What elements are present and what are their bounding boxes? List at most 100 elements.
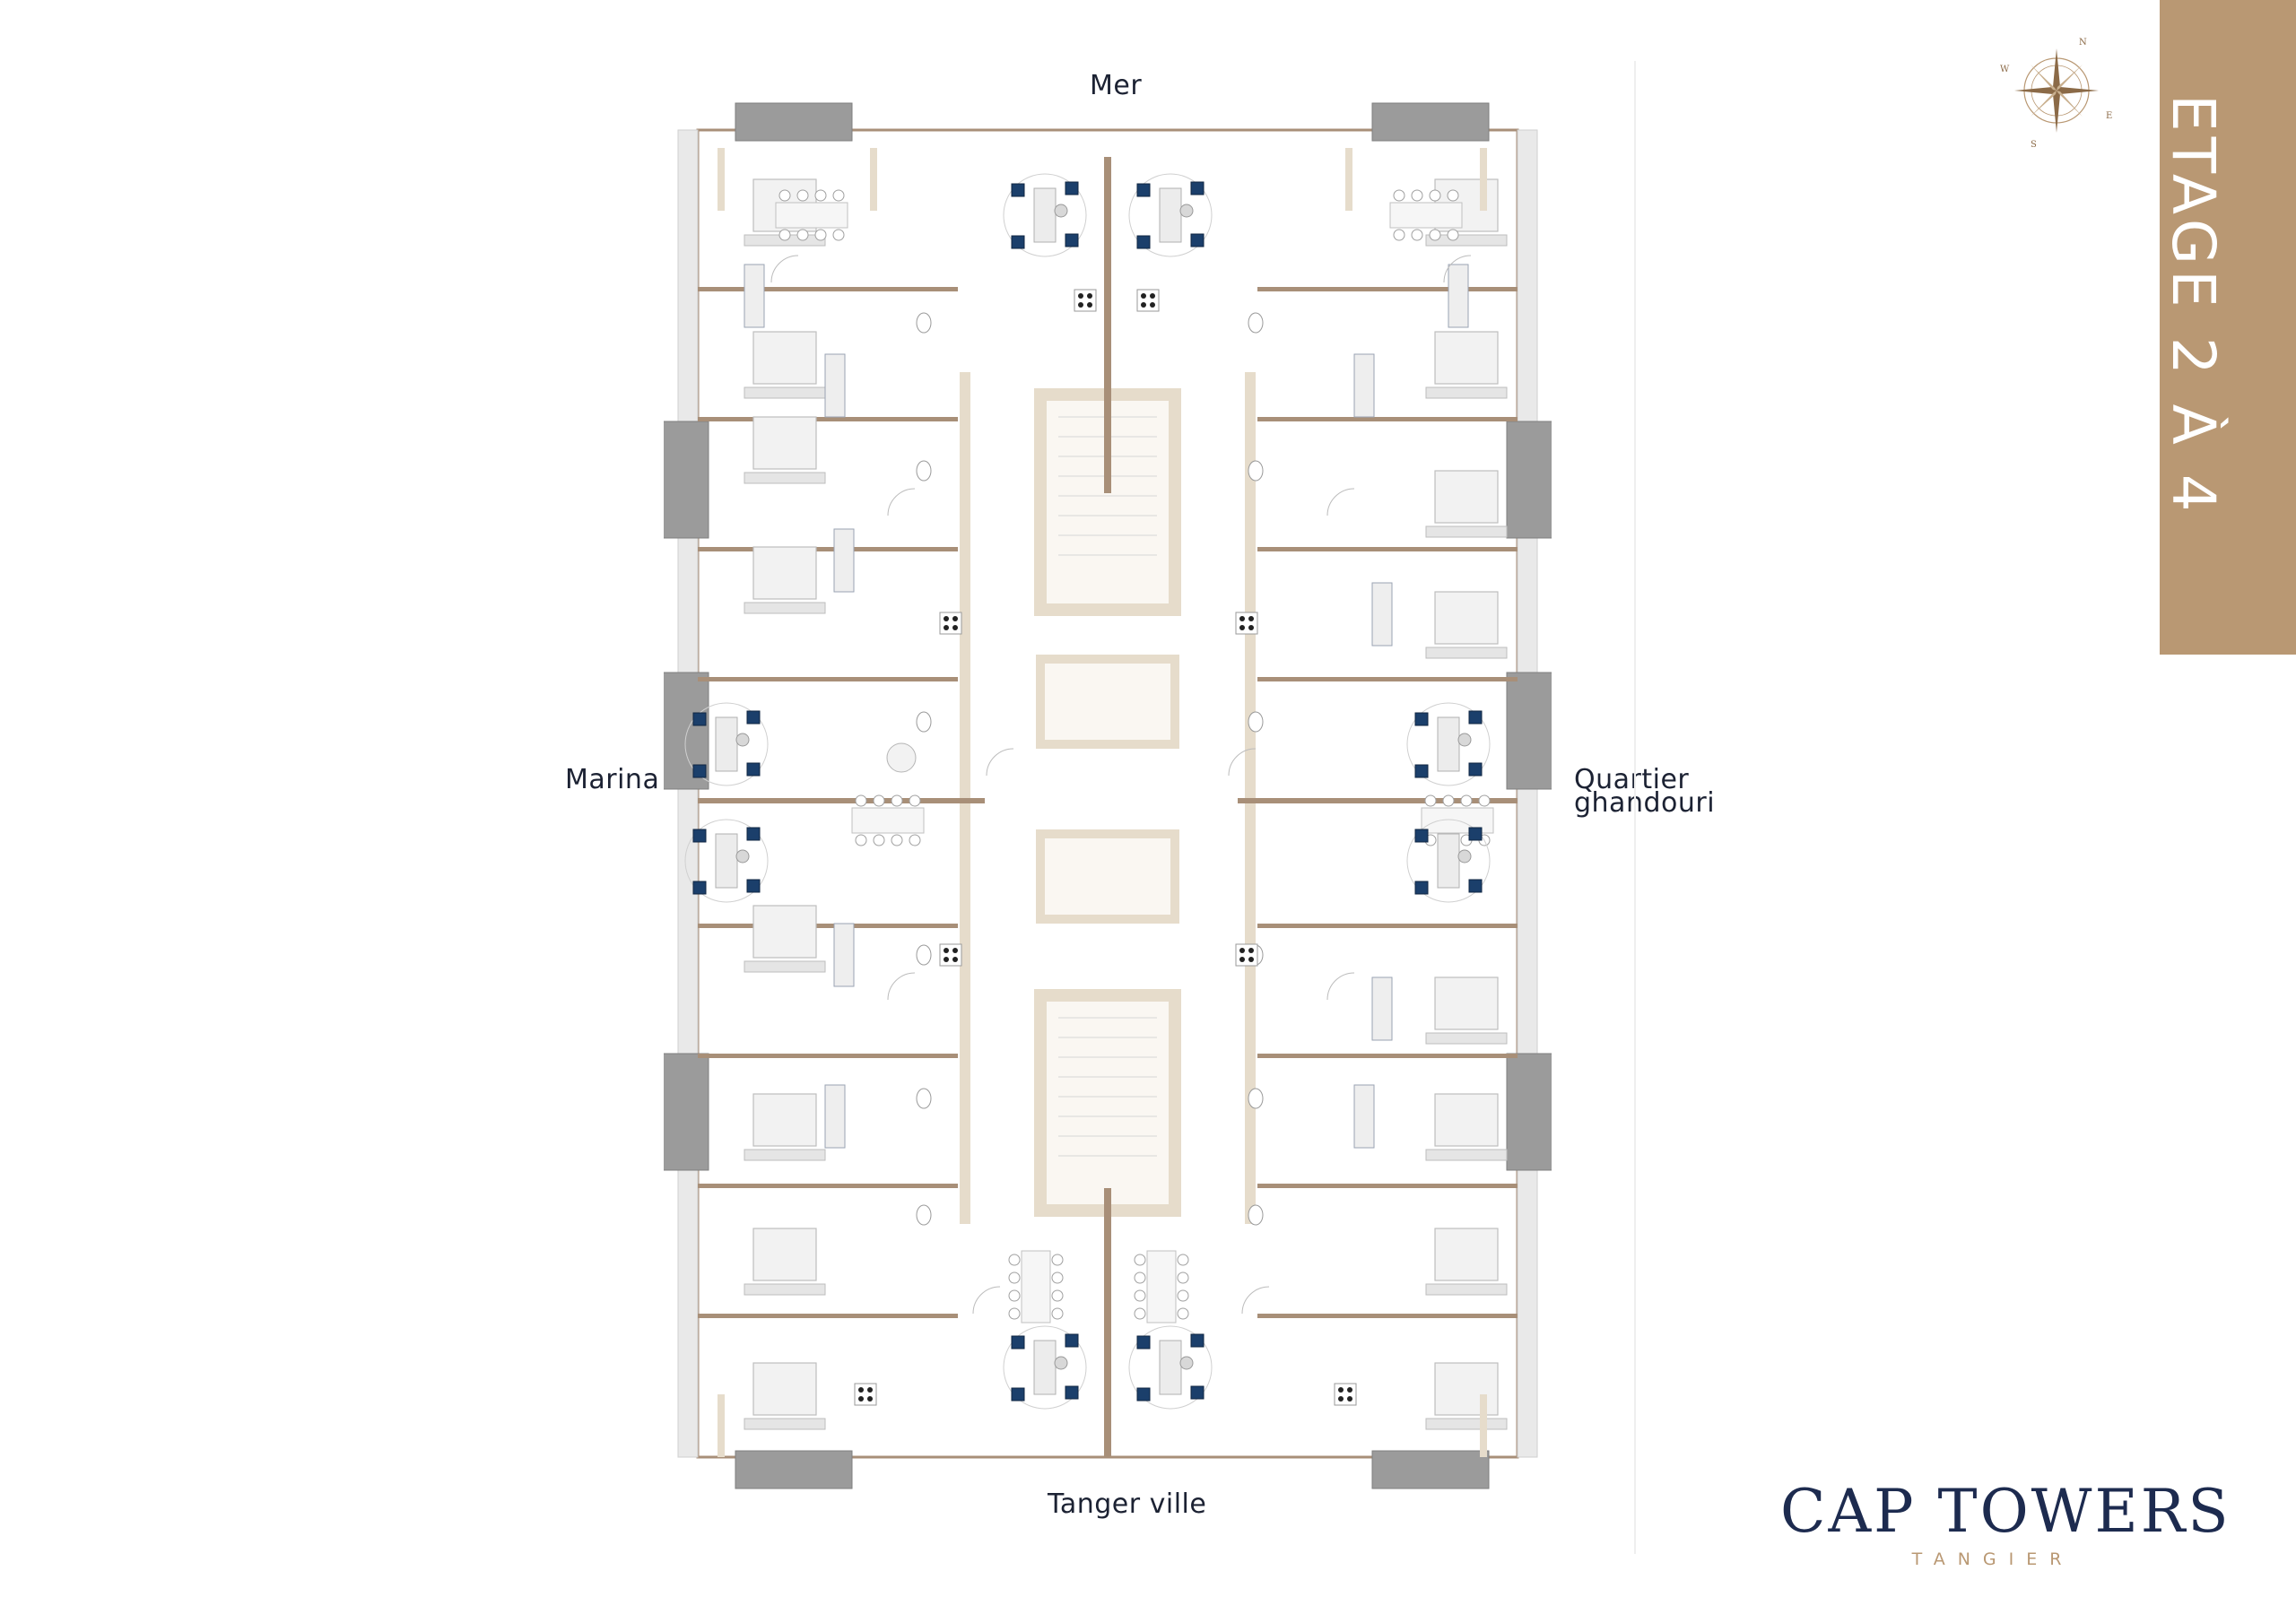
balcony [664, 421, 709, 539]
bed [1434, 976, 1499, 1030]
chair [1447, 189, 1459, 202]
wardrobe [833, 528, 855, 593]
chair [778, 229, 791, 241]
lounge-rug [684, 819, 769, 903]
chair [796, 189, 809, 202]
sofa [715, 716, 738, 772]
sofa [1437, 833, 1460, 889]
door-swing [1443, 255, 1472, 283]
balcony [735, 102, 853, 142]
chair [855, 834, 867, 846]
door-swing [1326, 972, 1355, 1001]
sofa [715, 833, 738, 889]
bed-bench [744, 1149, 826, 1161]
armchair [1468, 827, 1483, 841]
armchair [1065, 233, 1079, 247]
armchair [1136, 1335, 1151, 1350]
compass-rose-icon: N E S W [2000, 38, 2112, 149]
round-table [886, 742, 917, 773]
partition [698, 1184, 958, 1188]
hob-burner [944, 948, 949, 953]
column [870, 148, 877, 211]
armchair [1011, 183, 1025, 197]
party-wall-north [1104, 157, 1111, 493]
toilet [916, 1204, 932, 1226]
hob-burner [1338, 1396, 1344, 1402]
hob-burner [952, 957, 958, 962]
chair [1177, 1271, 1189, 1284]
partition [698, 924, 958, 928]
chair [909, 834, 921, 846]
hob-burner [944, 957, 949, 962]
wardrobe [1448, 264, 1469, 328]
chair [832, 229, 845, 241]
chair [873, 794, 885, 807]
toilet [1248, 1204, 1264, 1226]
chair [1393, 229, 1405, 241]
wardrobe [824, 1084, 846, 1149]
sofa [1437, 716, 1460, 772]
chair [1393, 189, 1405, 202]
chair [873, 834, 885, 846]
chair [1447, 229, 1459, 241]
sofa [1159, 1340, 1182, 1395]
hob-burner [1087, 302, 1092, 308]
lounge-rug [1128, 1325, 1213, 1410]
kitchen-hob [1235, 943, 1258, 967]
bed [752, 1228, 817, 1281]
hob-burner [1078, 293, 1083, 299]
hob-burner [1338, 1387, 1344, 1393]
bed-bench [1425, 234, 1508, 247]
bed [752, 416, 817, 470]
toilet [1248, 1088, 1264, 1109]
floor-banner-text: ETAGE 2 À 4 [2159, 94, 2228, 517]
chair [1478, 794, 1491, 807]
orientation-east-label: Quartier ghandouri [1574, 764, 1753, 817]
wardrobe [1371, 582, 1393, 647]
chair [1008, 1307, 1021, 1320]
bed [752, 331, 817, 385]
hob-burner [1248, 616, 1254, 621]
armchair [1190, 233, 1205, 247]
elevator-north [1036, 655, 1179, 749]
lounge-chair [1054, 1356, 1068, 1370]
partition [698, 1314, 958, 1318]
lounge-rug [1128, 173, 1213, 257]
partition [698, 547, 958, 551]
bed [1434, 1362, 1499, 1416]
lounge-chair [735, 849, 750, 864]
stair-core-south [1034, 989, 1181, 1217]
armchair [1136, 235, 1151, 249]
partition [698, 1054, 958, 1058]
bed-bench [744, 960, 826, 973]
armchair [692, 881, 707, 895]
armchair [746, 879, 761, 893]
bed-bench [744, 602, 826, 614]
hob-burner [952, 625, 958, 630]
orientation-east-line1: Quartier [1574, 764, 1690, 795]
bed [1434, 331, 1499, 385]
hob-burner [1239, 625, 1245, 630]
toilet [1248, 460, 1264, 482]
lounge-chair [1457, 849, 1472, 864]
hob-burner [858, 1396, 864, 1402]
bed-bench [1425, 647, 1508, 659]
compass-s: S [2031, 140, 2037, 149]
chair [1051, 1289, 1064, 1302]
armchair [1414, 764, 1429, 778]
toilet [916, 460, 932, 482]
column [1345, 148, 1352, 211]
door-swing [1241, 1286, 1270, 1315]
orientation-south-label: Tanger ville [1048, 1488, 1207, 1520]
armchair [746, 827, 761, 841]
party-wall-south [1104, 1188, 1111, 1457]
bed-bench [1425, 1283, 1508, 1296]
toilet [1248, 711, 1264, 733]
balcony [735, 1450, 853, 1489]
bed [752, 905, 817, 959]
armchair [1065, 181, 1079, 195]
door-swing [986, 748, 1014, 777]
balcony [1506, 1053, 1552, 1171]
partition [1257, 1314, 1518, 1318]
armchair [1065, 1333, 1079, 1348]
